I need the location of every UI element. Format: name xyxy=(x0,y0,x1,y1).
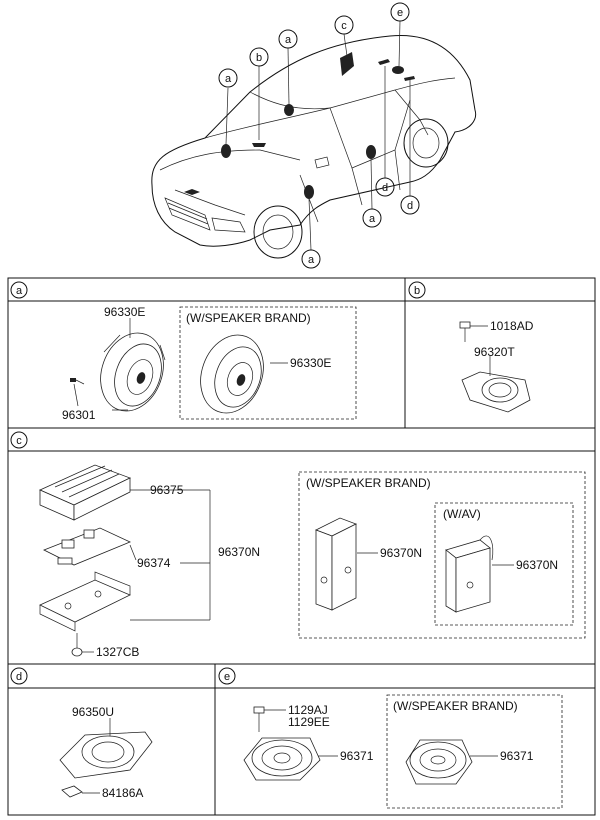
car-illustration xyxy=(151,20,477,259)
part-label-96320t: 96320T xyxy=(474,345,515,359)
panel-c: c 96375 96374 xyxy=(10,431,586,659)
av-box-title: (W/AV) xyxy=(443,507,481,521)
speaker-brand-box-c xyxy=(298,471,586,639)
part-label-1327cb: 1327CB xyxy=(96,645,139,659)
svg-text:b: b xyxy=(414,285,420,297)
part-label-96330e-brand: 96330E xyxy=(290,356,331,370)
car-callout-a1: a xyxy=(218,68,238,88)
svg-text:a: a xyxy=(308,254,315,266)
screw-96301-drawing xyxy=(70,378,85,385)
part-label-1129aj: 1129AJ xyxy=(288,703,328,717)
part-label-1018ad: 1018AD xyxy=(490,319,534,333)
car-callout-e: e xyxy=(390,2,410,22)
speaker-brand-box-a-title: (W/SPEAKER BRAND) xyxy=(186,311,311,325)
brand-speaker-96371-drawing xyxy=(405,739,473,785)
svg-text:c: c xyxy=(341,20,347,32)
part-label-96301: 96301 xyxy=(62,408,96,422)
part-label-84186a: 84186A xyxy=(102,786,143,800)
car-callout-a4: a xyxy=(362,208,382,228)
speaker-brand-box-a xyxy=(179,306,357,420)
svg-text:d: d xyxy=(407,200,413,212)
car-callout-d2: d xyxy=(400,195,420,215)
speaker-brand-box-e-title: (W/SPEAKER BRAND) xyxy=(393,699,518,713)
part-label-96350u: 96350U xyxy=(72,705,114,719)
part-label-96330e: 96330E xyxy=(104,305,145,319)
part-label-96370n-av: 96370N xyxy=(516,558,558,572)
part-label-96374: 96374 xyxy=(137,556,171,570)
car-callout-b: b xyxy=(249,47,269,67)
speaker-96371-drawing xyxy=(243,737,321,781)
amp-cover-96375-drawing xyxy=(39,464,132,521)
car-callout-c: c xyxy=(334,15,354,35)
part-label-96370n-brand: 96370N xyxy=(380,546,422,560)
panel-c-letter: c xyxy=(10,431,28,449)
board-96374-drawing xyxy=(43,527,131,566)
car-callout-a3: a xyxy=(301,249,321,269)
panel-d: d 96350U 84186A xyxy=(10,667,153,800)
part-label-96370n: 96370N xyxy=(218,545,260,559)
tweeter-96320t-drawing xyxy=(461,371,531,413)
svg-text:e: e xyxy=(397,7,403,19)
panel-grid xyxy=(7,277,596,816)
part-label-1129ee: 1129EE xyxy=(288,715,330,729)
bolt-1018ad-drawing xyxy=(459,321,471,342)
panel-d-letter: d xyxy=(10,667,28,685)
bracket-drawing xyxy=(39,571,131,632)
svg-text:a: a xyxy=(285,34,292,46)
brand-speaker-96330e-drawing xyxy=(200,334,264,414)
part-label-96371-brand: 96371 xyxy=(500,749,534,763)
panel-e: e 1129AJ 1129EE 96371 (W/SPEAKER BRAND) … xyxy=(218,667,563,809)
speaker-96350u-drawing xyxy=(59,731,153,779)
part-label-96371: 96371 xyxy=(340,749,374,763)
panel-a: a 96330E 96301 (W/SPEAKER BRAND) 96330E xyxy=(10,281,357,422)
svg-text:a: a xyxy=(225,73,232,85)
part-label-96375: 96375 xyxy=(150,483,184,497)
speaker-96330e-drawing xyxy=(100,332,166,412)
panel-b: b 1018AD 96320T xyxy=(408,281,534,413)
pad-84186a-drawing xyxy=(61,785,83,798)
car-callout-a2: a xyxy=(278,29,298,49)
av-amp-96370n-drawing xyxy=(445,535,494,613)
svg-text:b: b xyxy=(256,52,262,64)
svg-text:a: a xyxy=(369,213,376,225)
svg-text:d: d xyxy=(16,671,22,683)
nut-1327cb-drawing xyxy=(71,633,83,657)
svg-text:c: c xyxy=(16,435,22,447)
speaker-brand-box-e xyxy=(386,694,563,809)
screw-1129-drawing xyxy=(253,706,265,732)
svg-text:e: e xyxy=(224,671,230,683)
panel-a-letter: a xyxy=(10,281,28,299)
svg-text:d: d xyxy=(382,182,388,194)
panel-b-letter: b xyxy=(408,281,426,299)
svg-text:a: a xyxy=(16,285,23,297)
car-callout-d1: d xyxy=(375,177,395,197)
brand-amp-96370n-drawing xyxy=(315,517,357,611)
panel-e-letter: e xyxy=(218,667,236,685)
speaker-brand-box-c-title: (W/SPEAKER BRAND) xyxy=(306,476,431,490)
